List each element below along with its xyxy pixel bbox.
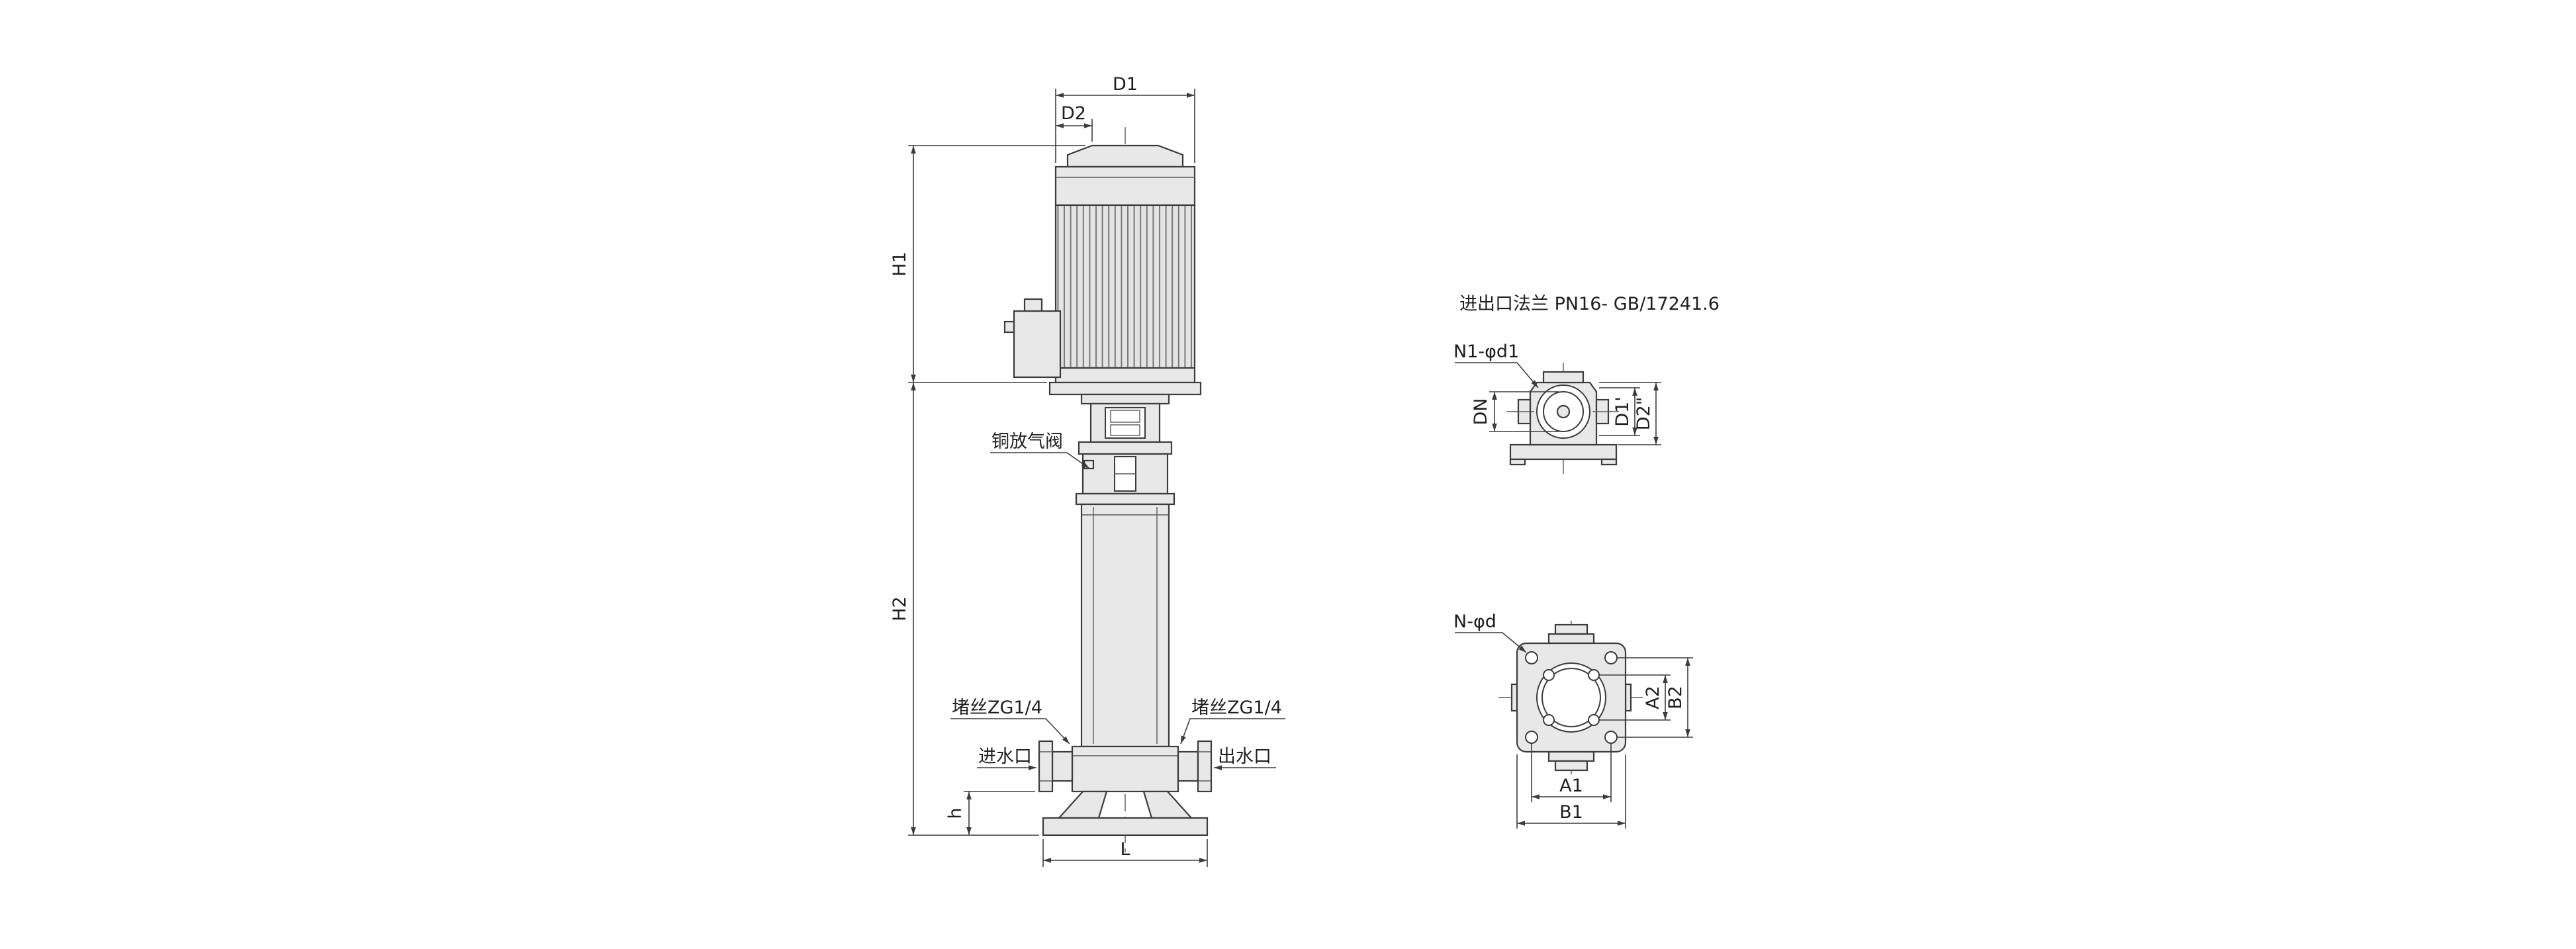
- lower-casing: [1071, 745, 1179, 793]
- pump-barrel: [1080, 503, 1170, 748]
- flange-foot-left: [1509, 458, 1526, 466]
- n1-label: N1-φd1: [1453, 341, 1519, 362]
- outlet-label: 出水口: [1218, 746, 1271, 767]
- air-valve-label: 铜放气阀: [991, 431, 1063, 452]
- dim-label-A1: A1: [1559, 776, 1583, 796]
- coupling-window: [1105, 407, 1146, 439]
- callout-inlet: 进水口: [977, 746, 1036, 770]
- air-valve-stub: [1083, 459, 1095, 470]
- dim-label-D1: D1: [1113, 74, 1138, 95]
- callout-plug-right: 堵丝ZG1/4: [1180, 698, 1285, 745]
- callout-bolt-holes-N1: N1-φd1: [1453, 341, 1539, 388]
- corner-bolt-hole: [1525, 651, 1538, 664]
- flange-detail-view: 进出口法兰 PN16- GB/17241.6 N1-φd1 DN: [1453, 294, 1720, 474]
- pump-head: [1075, 453, 1175, 506]
- base-leg-left: [1057, 790, 1108, 819]
- flange-view-title: 进出口法兰 PN16- GB/17241.6: [1459, 294, 1720, 314]
- plan-small-hole: [1543, 669, 1555, 681]
- plan-small-hole: [1588, 669, 1600, 681]
- dim-label-B2: B2: [1665, 686, 1686, 709]
- dimension-D2: D2: [1056, 103, 1093, 142]
- callout-bolt-holes-N: N-φd: [1453, 611, 1527, 653]
- terminal-box: [1013, 310, 1062, 379]
- inlet-label: 进水口: [978, 746, 1032, 767]
- dim-label-A2: A2: [1643, 686, 1663, 709]
- plan-small-hole: [1588, 714, 1600, 726]
- dimension-B1: B1: [1516, 754, 1626, 829]
- dimension-H2: H2: [890, 383, 1039, 836]
- callout-air-valve: 铜放气阀: [990, 431, 1090, 469]
- plan-bottom-tab: [1547, 750, 1595, 762]
- outlet-pipe: [1177, 750, 1199, 782]
- stack-top-flange: [1075, 492, 1175, 506]
- terminal-box-conduit: [1023, 298, 1043, 312]
- inlet-flange-plate: [1038, 740, 1054, 793]
- base-plate: [1042, 817, 1209, 836]
- callout-plug-left: 堵丝ZG1/4: [950, 698, 1070, 745]
- dim-label-h: h: [945, 807, 966, 819]
- leader-line: [1180, 718, 1285, 745]
- plug-right-label: 堵丝ZG1/4: [1191, 698, 1282, 718]
- dimension-D1-prime: D1': [1599, 387, 1640, 436]
- corner-bolt-hole: [1604, 731, 1618, 744]
- n-label: N-φd: [1453, 611, 1496, 632]
- plan-top-tab: [1547, 633, 1595, 645]
- dim-label-L: L: [1120, 839, 1130, 860]
- dim-label-D2: D2: [1061, 103, 1086, 124]
- adapter-neck: [1080, 393, 1170, 405]
- corner-bolt-hole: [1525, 731, 1538, 744]
- leader-line: [1455, 362, 1539, 388]
- dimension-B2: B2: [1617, 657, 1693, 738]
- motor-top-cap: [1066, 144, 1184, 168]
- base-plan-view: N-φd A2 B2 A1 B1: [1453, 611, 1693, 829]
- dimension-D2-doubleprime: D2": [1599, 382, 1661, 445]
- dim-label-D1-prime: D1': [1612, 396, 1633, 426]
- motor-bottom-band: [1054, 367, 1196, 384]
- motor-fan-cover: [1054, 165, 1196, 206]
- flange-base-strip: [1509, 443, 1618, 461]
- dim-label-H1: H1: [890, 251, 910, 276]
- plan-top-tab-small: [1554, 623, 1588, 635]
- dim-label-H2: H2: [890, 596, 910, 621]
- plan-small-hole: [1543, 714, 1555, 726]
- pump-base: [1042, 790, 1209, 836]
- coupling-section: [1048, 381, 1202, 455]
- dimension-D1: D1: [1055, 74, 1195, 163]
- dimension-A1: A1: [1531, 743, 1612, 802]
- pump-head-flange: [1078, 441, 1173, 455]
- coupling-upper-half: [1110, 410, 1140, 423]
- dimension-H1: H1: [890, 145, 1085, 383]
- motor-adapter-flange: [1048, 381, 1202, 396]
- plan-center-circle-inner: [1541, 668, 1601, 727]
- terminal-box-gland: [1003, 320, 1015, 334]
- dimension-DN: DN: [1471, 391, 1559, 432]
- callout-outlet: 出水口: [1214, 746, 1276, 770]
- barrel-shell: [1080, 503, 1170, 748]
- motor: [1003, 144, 1196, 384]
- coupling-lower-half: [1110, 424, 1140, 436]
- inlet-pipe: [1051, 750, 1074, 782]
- motor-fin-body: [1054, 204, 1196, 369]
- dimension-L: L: [1042, 839, 1208, 867]
- leader-line: [990, 452, 1090, 469]
- flange-hub-circle: [1556, 404, 1571, 419]
- corner-bolt-hole: [1604, 651, 1618, 664]
- dimension-A2: A2: [1599, 674, 1671, 721]
- plan-side-notch-left: [1510, 683, 1518, 712]
- plug-left-label: 堵丝ZG1/4: [952, 698, 1042, 718]
- leader-line: [1455, 632, 1527, 653]
- dim-label-D2-doubleprime: D2": [1633, 397, 1654, 430]
- flange-foot-right: [1600, 458, 1618, 466]
- dimension-h: h: [945, 791, 1035, 835]
- outlet-flange-plate: [1197, 740, 1213, 793]
- dim-label-B1: B1: [1559, 802, 1583, 823]
- dim-label-DN: DN: [1471, 398, 1491, 426]
- plan-side-notch-right: [1624, 683, 1632, 712]
- plan-bottom-tab-small: [1554, 760, 1588, 772]
- suction-discharge-casing: [1038, 740, 1213, 793]
- pump-elevation-view: D1 D2 H1 H2 h: [890, 74, 1285, 867]
- flange-top-boss: [1542, 371, 1585, 384]
- base-leg-right: [1142, 790, 1193, 819]
- leader-line: [950, 718, 1070, 745]
